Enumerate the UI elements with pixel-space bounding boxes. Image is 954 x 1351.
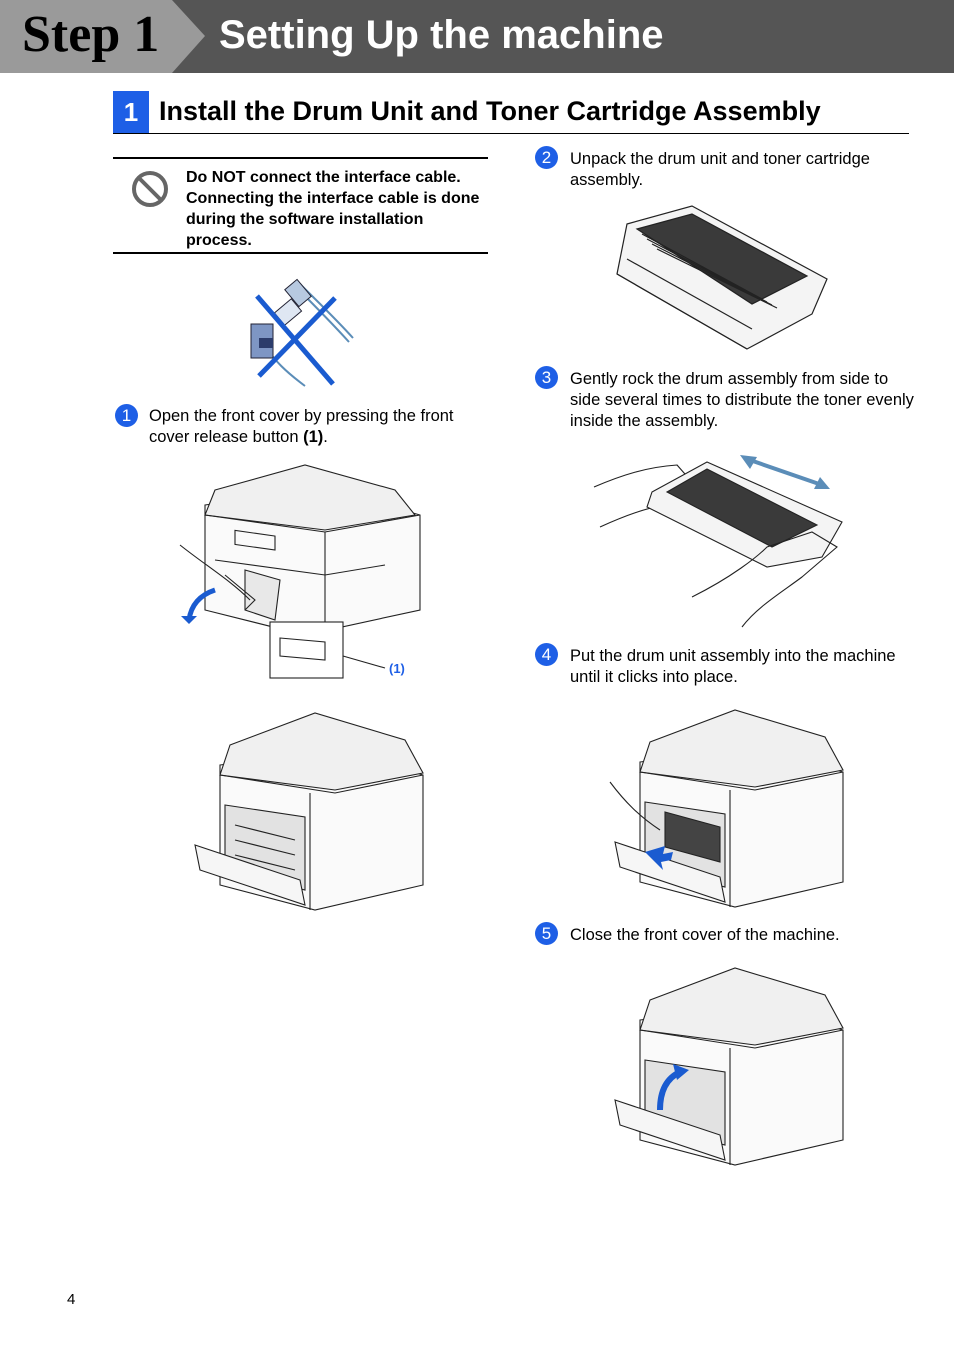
caution-text: Do NOT connect the interface cable. Conn…: [186, 169, 480, 249]
crossed-cable-illustration: [250, 278, 354, 387]
page-header: Step 1 Setting Up the machine: [0, 0, 954, 73]
step-text-2: Unpack the drum unit and toner cartridge…: [570, 150, 870, 189]
step-text-5: Close the front cover of the machine.: [570, 926, 840, 944]
close-front-cover-illustration: [614, 967, 844, 1166]
rock-drum-illustration: [593, 455, 843, 628]
drum-unit-illustration: [616, 205, 828, 350]
step-number-4: 4: [535, 643, 558, 666]
section-title: Install the Drum Unit and Toner Cartridg…: [159, 96, 821, 126]
page-title: Setting Up the machine: [219, 13, 664, 57]
header-band: [0, 0, 954, 73]
insert-drum-illustration: [609, 709, 844, 908]
open-front-cover-illustration: [179, 464, 421, 679]
page-number: 4: [67, 1291, 76, 1308]
step-number-2: 2: [535, 146, 558, 169]
step-text-3: Gently rock the drum assembly from side …: [570, 370, 914, 430]
prohibited-icon: [132, 171, 168, 207]
step-text-4: Put the drum unit assembly into the mach…: [570, 647, 896, 686]
callout-label-1: (1): [389, 661, 405, 676]
section-number-badge: 1: [113, 91, 149, 133]
step-number-1: 1: [115, 404, 138, 427]
step-number-5: 5: [535, 922, 558, 945]
step-number-3: 3: [535, 366, 558, 389]
opened-front-cover-illustration: [194, 712, 424, 911]
step-label: Step 1: [22, 6, 160, 63]
step-text-1: Open the front cover by pressing the fro…: [149, 407, 454, 446]
section-rule: [113, 133, 909, 134]
caution-note: Do NOT connect the interface cable. Conn…: [113, 157, 488, 254]
